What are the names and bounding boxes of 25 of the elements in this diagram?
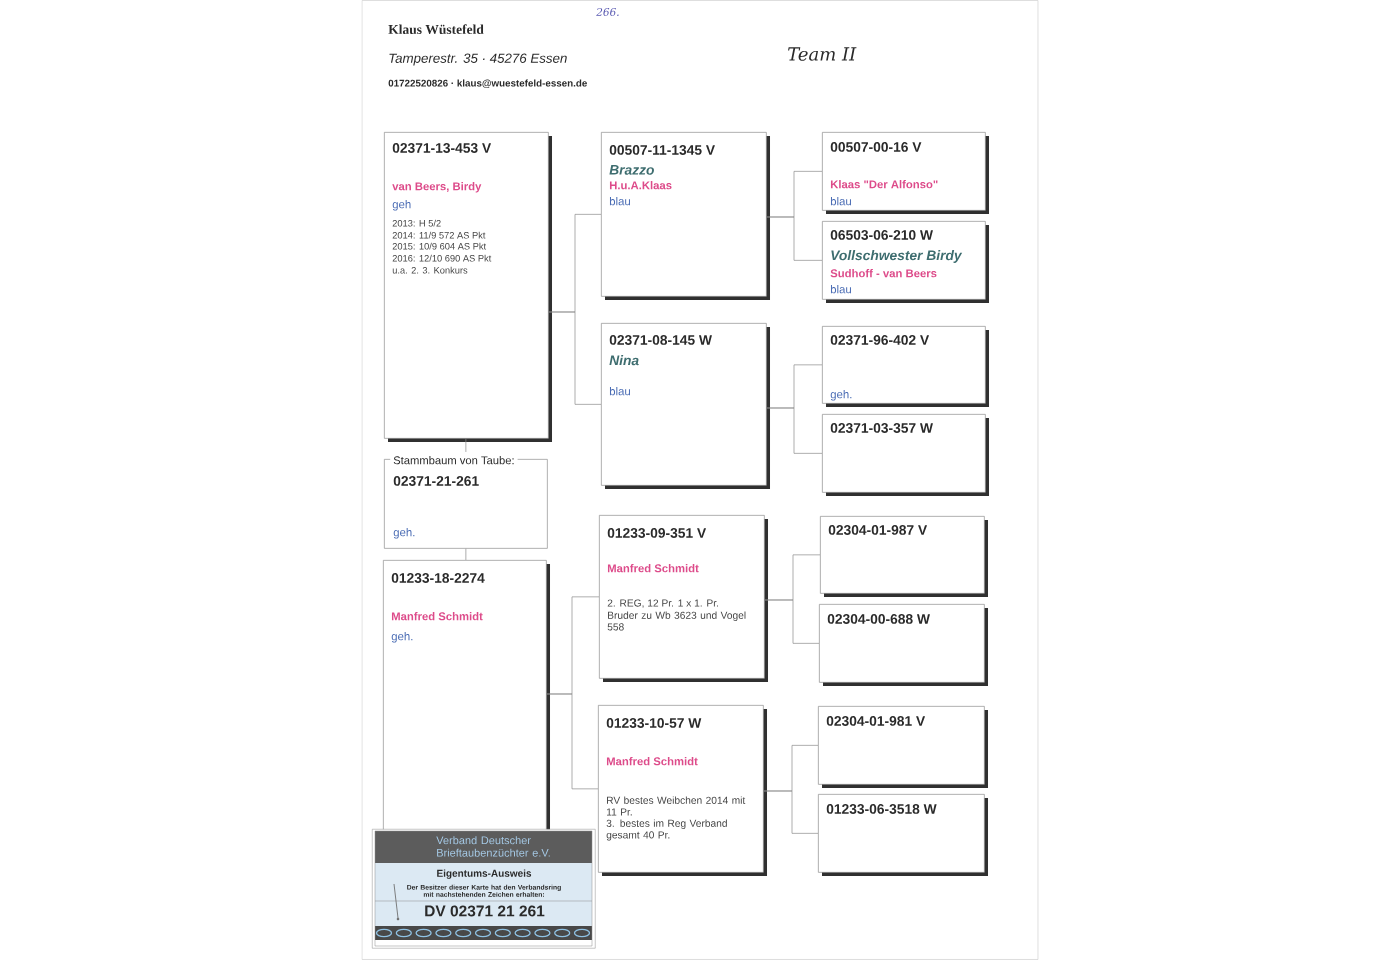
connector-line bbox=[766, 216, 823, 261]
box-heading: Stammbaum von Taube: bbox=[390, 456, 518, 465]
connector-line bbox=[465, 438, 467, 453]
plumage-label: blau bbox=[609, 196, 630, 206]
breeder-name: Sudhoff - van Beers bbox=[830, 269, 937, 278]
plumage-label: geh. bbox=[393, 527, 415, 539]
pigeon-name: Vollschwester Birdy bbox=[831, 250, 963, 263]
connector-line bbox=[764, 599, 820, 644]
plumage-label: blau bbox=[830, 284, 851, 294]
ring-number: 00507-11-1345 V bbox=[609, 145, 715, 155]
ring-number: 02371-21-261 bbox=[393, 476, 479, 486]
address-text: Tamperestr. 35 · 45276 Essen bbox=[389, 53, 567, 66]
pigeon-name: Brazzo bbox=[609, 165, 654, 175]
connector-line bbox=[548, 311, 602, 405]
ring-number: DV 02371 21 261 bbox=[425, 905, 545, 917]
handwritten-note: Team II bbox=[788, 47, 857, 61]
ring-number: 06503-06-210 W bbox=[830, 230, 933, 240]
handwritten-note: 266. bbox=[596, 8, 619, 16]
connector-line bbox=[465, 548, 467, 561]
sender-name: Klaus Wüstefeld bbox=[388, 24, 484, 35]
contact-text: 01722520826 · klaus@wuestefeld-essen.de bbox=[388, 79, 587, 89]
connector-line bbox=[763, 790, 819, 834]
connector-line bbox=[766, 407, 823, 454]
breeder-name: H.u.A.Klaas bbox=[609, 181, 672, 190]
connector-line bbox=[546, 693, 599, 790]
